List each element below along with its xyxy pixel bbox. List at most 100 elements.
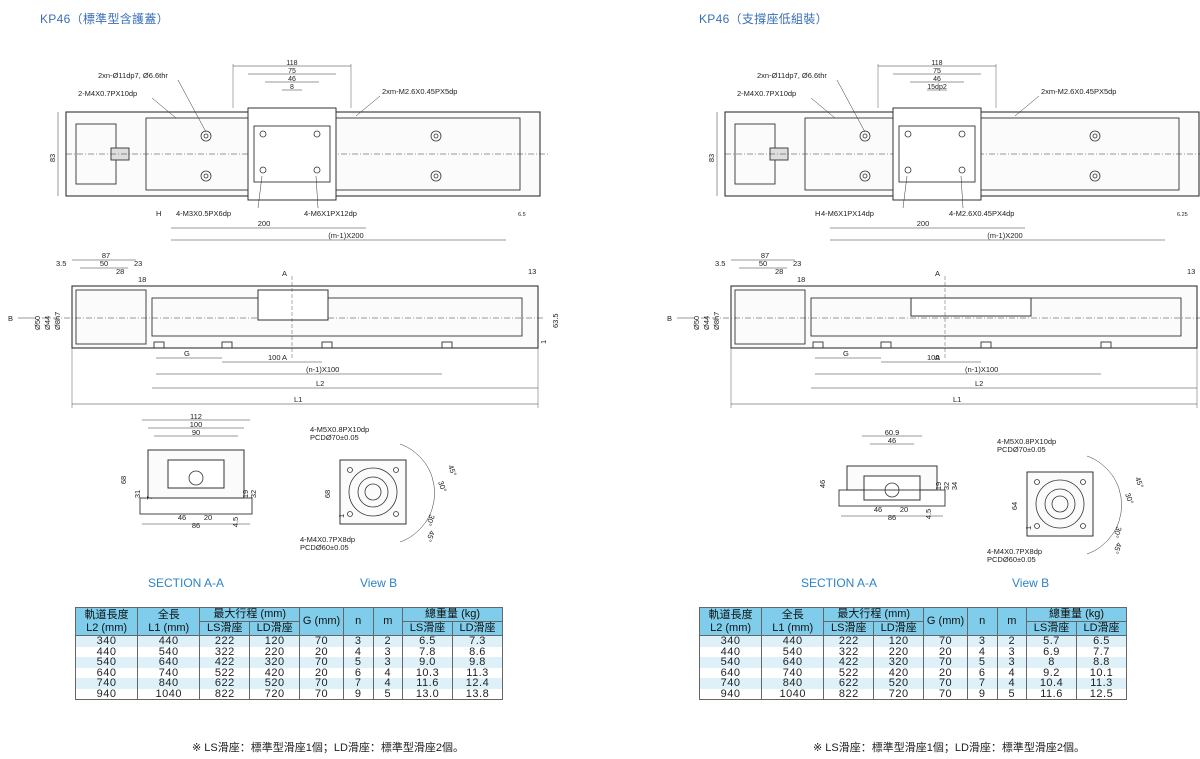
th-ls-weight: LS滑座 [1026,621,1077,636]
leader-line [902,175,908,209]
dimension-label: Ø50 [33,316,42,330]
table-cell: 5.7 [1026,635,1077,647]
dimension-label: 18 [138,275,146,284]
table-cell: 3 [372,657,404,668]
foot-block [812,341,824,349]
section-base [838,489,946,507]
bolt-hole-icon [347,511,353,517]
bolt-hole-icon [393,467,399,473]
table-cell: 422 [823,657,875,668]
table-cell: 640 [74,667,139,678]
table-cell: 420 [249,667,301,678]
mount-hole-icon [958,166,966,174]
flange-outer-icon [348,467,398,517]
table-cell: 422 [199,657,251,668]
top-view-slider [247,107,337,201]
through-hole-icon [1092,173,1098,179]
table-cell: 440 [137,635,201,647]
table-cell: 740 [137,667,201,678]
table-cell: 5 [966,657,998,668]
screw-section-icon [188,470,204,486]
th-rail-unit: L2 (mm) [710,621,752,634]
shaft-icon [364,483,382,501]
dimension-label: L2 [316,379,324,388]
callout-motor-thread: 2-M4X0.7PX10dp [78,89,137,98]
table-cell: 720 [873,688,925,700]
front-view-rail [151,297,523,337]
callout-pcd: PCDØ70±0.05 [997,445,1046,454]
table-cell: 70 [299,678,344,689]
table-cell: 5 [342,657,374,668]
table-cell: 622 [823,678,875,689]
table-cell: 540 [137,646,201,657]
table-cell: 20 [299,646,344,657]
dimension-label: 86 [192,521,200,530]
shaft-icon [1051,495,1069,513]
flange-bore-icon [1044,488,1076,520]
th-total-length: 全長 [157,608,180,621]
counterbore-hole-icon [1089,170,1101,182]
dimension-label: L2 [975,379,983,388]
callout-counterbore: 2xn-Ø11dp7, Ø6.6thr [757,71,827,80]
table-cell: 2 [372,635,404,647]
flange-bore-icon [357,476,389,508]
table-cell: 520 [249,678,301,689]
table-cell: 320 [249,657,301,668]
table-cell: 420 [873,667,925,678]
angle-label: 45° [446,464,458,478]
table-cell: 6.5 [402,635,453,647]
dimension-label: 200 [917,219,930,228]
dimension-label: 83 [707,154,716,162]
dimension-label: (n-1)X100 [965,365,998,374]
leader-line [151,97,177,119]
leader-line [315,175,319,209]
dimension-label: 28 [116,267,124,276]
th-m: m [372,607,404,636]
section-mark: A [282,269,287,278]
table-cell: 740 [698,678,763,689]
front-view-motor-flange [734,289,806,345]
table-cell: 20 [923,646,968,657]
dimension-label: 200 [258,219,271,228]
table-cell: 9 [966,688,998,700]
th-weight: 總重量 (kg) [1026,607,1127,622]
foot-block [321,341,333,349]
mount-hole-icon [259,166,267,174]
dimension-label: 1 [337,514,346,518]
th-rail-length: 軌道長度 [84,608,129,621]
dimension-label: 112 [190,412,202,421]
dimension-label: 46 [888,436,896,445]
table-cell: 12.5 [1075,688,1128,700]
th-ld-weight: LD滑座 [1075,621,1128,636]
table-cell: 10.1 [1075,667,1128,678]
through-hole-icon [433,133,439,139]
dimension-label: 87 [761,251,769,260]
angle-label: 45° [1111,541,1123,555]
th-ld-weight: LD滑座 [451,621,504,636]
dimension-label: 19 [241,490,250,498]
table-cell: 9.8 [451,657,504,668]
counterbore-hole-icon [430,130,442,142]
dimension-label: 50 [759,259,767,268]
dimension-label: L1 [294,395,302,404]
callout-pcd: PCDØ70±0.05 [310,433,359,442]
counterbore-hole-icon [430,170,442,182]
through-hole-icon [862,133,868,139]
dimension-label: Ø44 [702,316,711,330]
dimension-label: 100 [268,353,281,362]
dimension-label: 4.5 [231,517,240,527]
section-mark: A [935,353,940,362]
table-cell: 70 [923,635,968,647]
table-cell: 1040 [761,688,825,700]
foot-block [980,341,992,349]
dimension-label: 118 [931,60,942,67]
table-cell: 7 [342,678,374,689]
mount-hole-icon [958,130,966,138]
dimension-label: 32 [249,490,258,498]
dimension-label: (m-1)X200 [987,231,1022,240]
